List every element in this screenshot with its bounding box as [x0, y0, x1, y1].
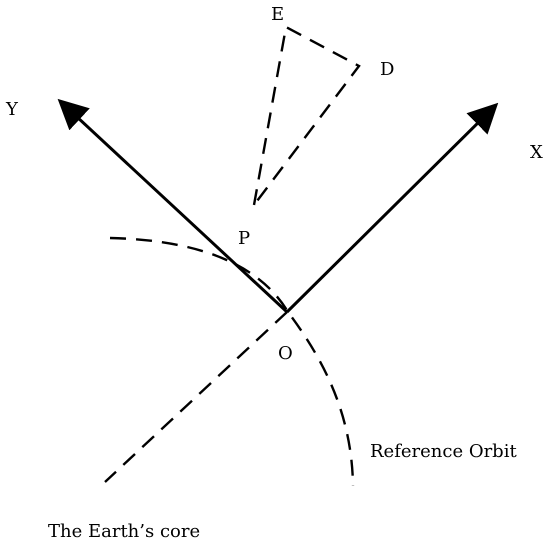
- triangle-ped: [252, 25, 361, 206]
- earth-core-line: [104, 311, 288, 483]
- label-y-axis: Y: [5, 99, 19, 120]
- label-point-p: P: [238, 228, 250, 249]
- y-axis: [57, 98, 289, 314]
- label-point-d: D: [380, 59, 394, 80]
- reference-orbit-curve: [109, 236, 355, 487]
- label-reference-orbit: Reference Orbit: [370, 441, 517, 462]
- label-point-e: E: [271, 4, 284, 25]
- label-origin-o: O: [278, 343, 293, 364]
- label-earth-core: The Earth’s core: [48, 521, 200, 542]
- label-x-axis: X: [530, 142, 543, 163]
- x-axis: [285, 102, 499, 314]
